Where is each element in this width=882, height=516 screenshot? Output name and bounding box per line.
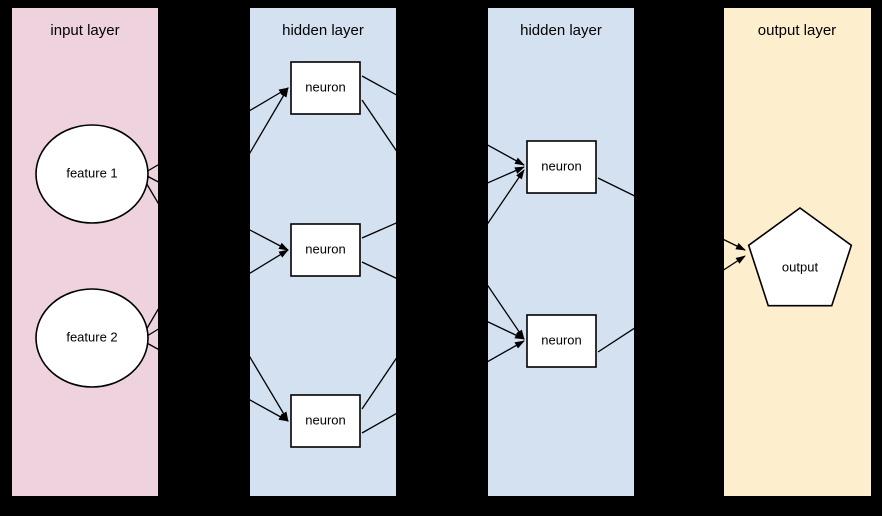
connections-group bbox=[144, 75, 746, 434]
layer-panel-input-layer bbox=[12, 8, 158, 496]
edge-feature-1-to-h1-neuron-3 bbox=[144, 180, 289, 422]
node-shape-output-node[interactable] bbox=[747, 207, 853, 307]
layer-title-hidden-layer-2: hidden layer bbox=[520, 22, 602, 39]
edge-h2-neuron-1-to-output-node bbox=[597, 177, 746, 251]
node-label-h1-neuron-1: neuron bbox=[305, 79, 345, 94]
edge-h1-neuron-1-to-h2-neuron-2 bbox=[361, 99, 525, 340]
node-shape-feature-1[interactable] bbox=[35, 124, 149, 224]
layer-titles-group: input layer hidden layer hidden layer outpu… bbox=[50, 22, 836, 39]
node-label-feature-2: feature 2 bbox=[66, 329, 117, 344]
edge-feature-1-to-h1-neuron-1 bbox=[145, 87, 289, 173]
edge-h1-neuron-2-to-h2-neuron-1 bbox=[361, 166, 525, 239]
node-label-output-node: output bbox=[782, 259, 819, 274]
layer-title-output-layer: output layer bbox=[758, 22, 836, 39]
node-shape-h2-neuron-2[interactable] bbox=[526, 314, 597, 368]
node-label-h2-neuron-2: neuron bbox=[541, 332, 581, 347]
layer-title-input-layer: input layer bbox=[50, 22, 119, 39]
node-shape-h1-neuron-3[interactable] bbox=[290, 394, 361, 448]
node-shape-h2-neuron-1[interactable] bbox=[526, 140, 597, 194]
edge-h2-neuron-2-to-output-node bbox=[597, 255, 746, 353]
node-label-h2-neuron-1: neuron bbox=[541, 158, 581, 173]
node-label-h1-neuron-3: neuron bbox=[305, 412, 345, 427]
layer-panels-group bbox=[12, 8, 871, 496]
layer-panel-hidden-layer-2 bbox=[488, 8, 634, 496]
node-label-feature-1: feature 1 bbox=[66, 165, 117, 180]
layer-title-hidden-layer-1: hidden layer bbox=[282, 22, 364, 39]
node-shape-h1-neuron-1[interactable] bbox=[290, 61, 361, 115]
edge-h1-neuron-2-to-h2-neuron-2 bbox=[361, 261, 525, 340]
node-label-h1-neuron-2: neuron bbox=[305, 241, 345, 256]
edge-feature-2-to-h1-neuron-3 bbox=[144, 341, 289, 422]
edge-feature-2-to-h1-neuron-2 bbox=[146, 249, 289, 337]
node-shape-feature-2[interactable] bbox=[35, 288, 149, 388]
edge-feature-1-to-h1-neuron-2 bbox=[146, 175, 289, 251]
edge-h1-neuron-3-to-h2-neuron-2 bbox=[361, 340, 525, 434]
nodes-group: feature 1 feature 2 neuron neuron neuron neur… bbox=[35, 61, 853, 448]
edge-h1-neuron-1-to-h2-neuron-1 bbox=[361, 75, 525, 166]
node-shape-h1-neuron-2[interactable] bbox=[290, 223, 361, 277]
edge-h1-neuron-3-to-h2-neuron-1 bbox=[361, 169, 525, 410]
edge-feature-2-to-h1-neuron-1 bbox=[145, 87, 289, 331]
